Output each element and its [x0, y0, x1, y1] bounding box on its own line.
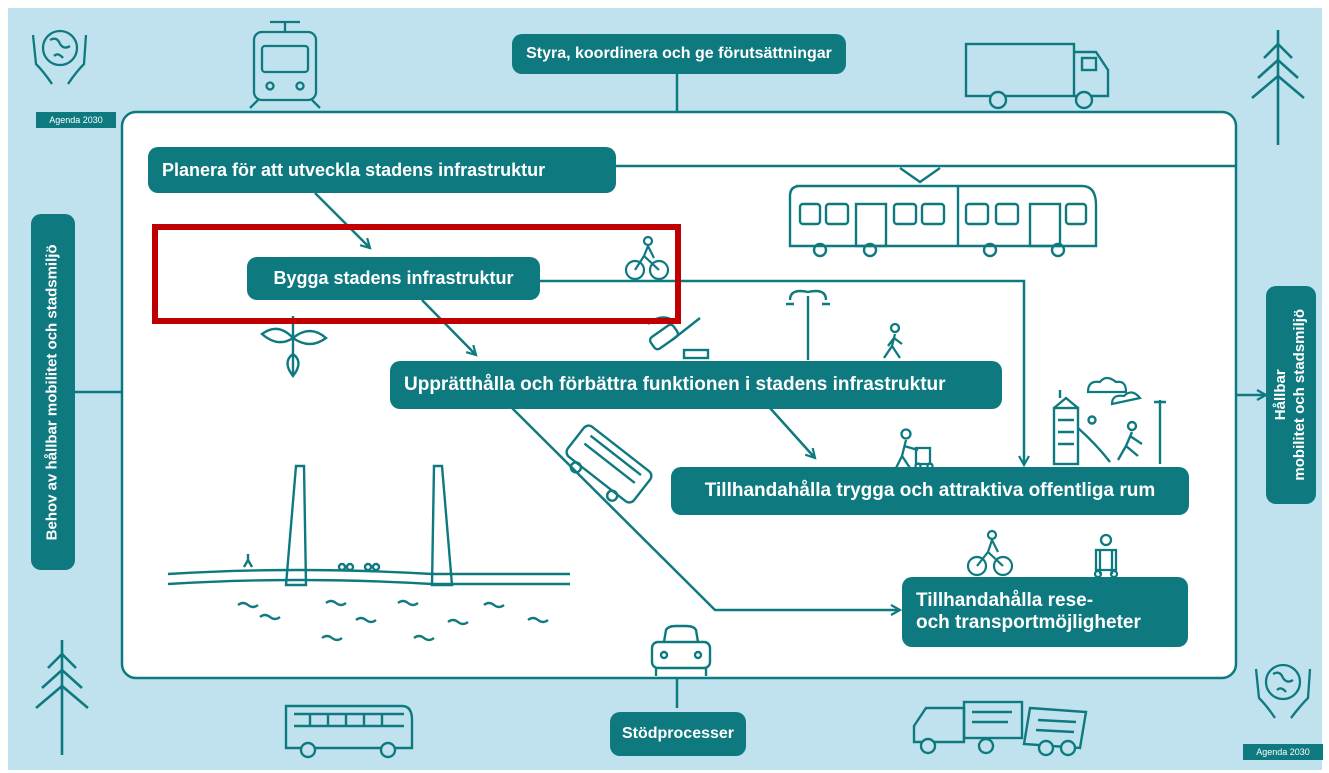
- garbage-truck-icon: [912, 700, 1088, 757]
- step-travel-line-2: och transportmöjligheter: [916, 612, 1141, 633]
- street-lamp-icon: [786, 289, 830, 360]
- tram-front-icon: [249, 20, 321, 109]
- playground-icon: [1052, 390, 1166, 466]
- wheelchair-icon: [1093, 533, 1119, 579]
- pedestrian-icon: [883, 322, 903, 359]
- globe-hands-icon: [31, 29, 88, 85]
- step-plan: Planera för att utveckla stadens infrast…: [148, 147, 616, 193]
- globe-hands-icon: [1254, 663, 1312, 719]
- support-processes-box: Stödprocesser: [610, 712, 746, 756]
- pine-tree-icon: [35, 640, 89, 755]
- step-travel: Tillhandahålla rese- och transportmöjlig…: [902, 577, 1188, 647]
- cyclist-icon: [624, 235, 670, 281]
- bridge-icon: [167, 464, 570, 642]
- outcome-line-2: mobilitet och stadsmiljö: [1291, 309, 1308, 481]
- step-build: Bygga stadens infrastruktur: [247, 257, 540, 300]
- step-travel-line-1: Tillhandahålla rese-: [916, 590, 1094, 611]
- bus-icon: [565, 424, 653, 504]
- cloud-icon: [1086, 376, 1142, 406]
- step-public-spaces: Tillhandahålla trygga och attraktiva off…: [671, 467, 1189, 515]
- coach-bus-icon: [284, 704, 414, 759]
- step-maintain: Upprätthålla och förbättra funktionen i …: [390, 361, 1002, 409]
- needs-box: Behov av hållbar mobilitet och stadsmilj…: [31, 214, 75, 570]
- agenda-2030-badge: Agenda 2030: [1243, 744, 1323, 760]
- needs-label: Behov av hållbar mobilitet och stadsmilj…: [43, 244, 61, 540]
- sprout-icon: [260, 316, 328, 378]
- agenda-2030-badge: Agenda 2030: [36, 112, 116, 128]
- pine-tree-icon: [1251, 30, 1305, 145]
- outcome-line-1: Hållbar: [1272, 369, 1290, 421]
- truck-icon: [964, 42, 1110, 110]
- outcome-label: Hållbar mobilitet och stadsmiljö: [1272, 309, 1310, 481]
- cyclist-icon: [966, 529, 1014, 577]
- governance-box: Styra, koordinera och ge förutsättningar: [512, 34, 846, 74]
- outcome-box: Hållbar mobilitet och stadsmiljö: [1266, 286, 1316, 504]
- car-icon: [650, 624, 712, 676]
- highlight-box: [152, 224, 681, 324]
- tram-side-icon: [788, 167, 1098, 258]
